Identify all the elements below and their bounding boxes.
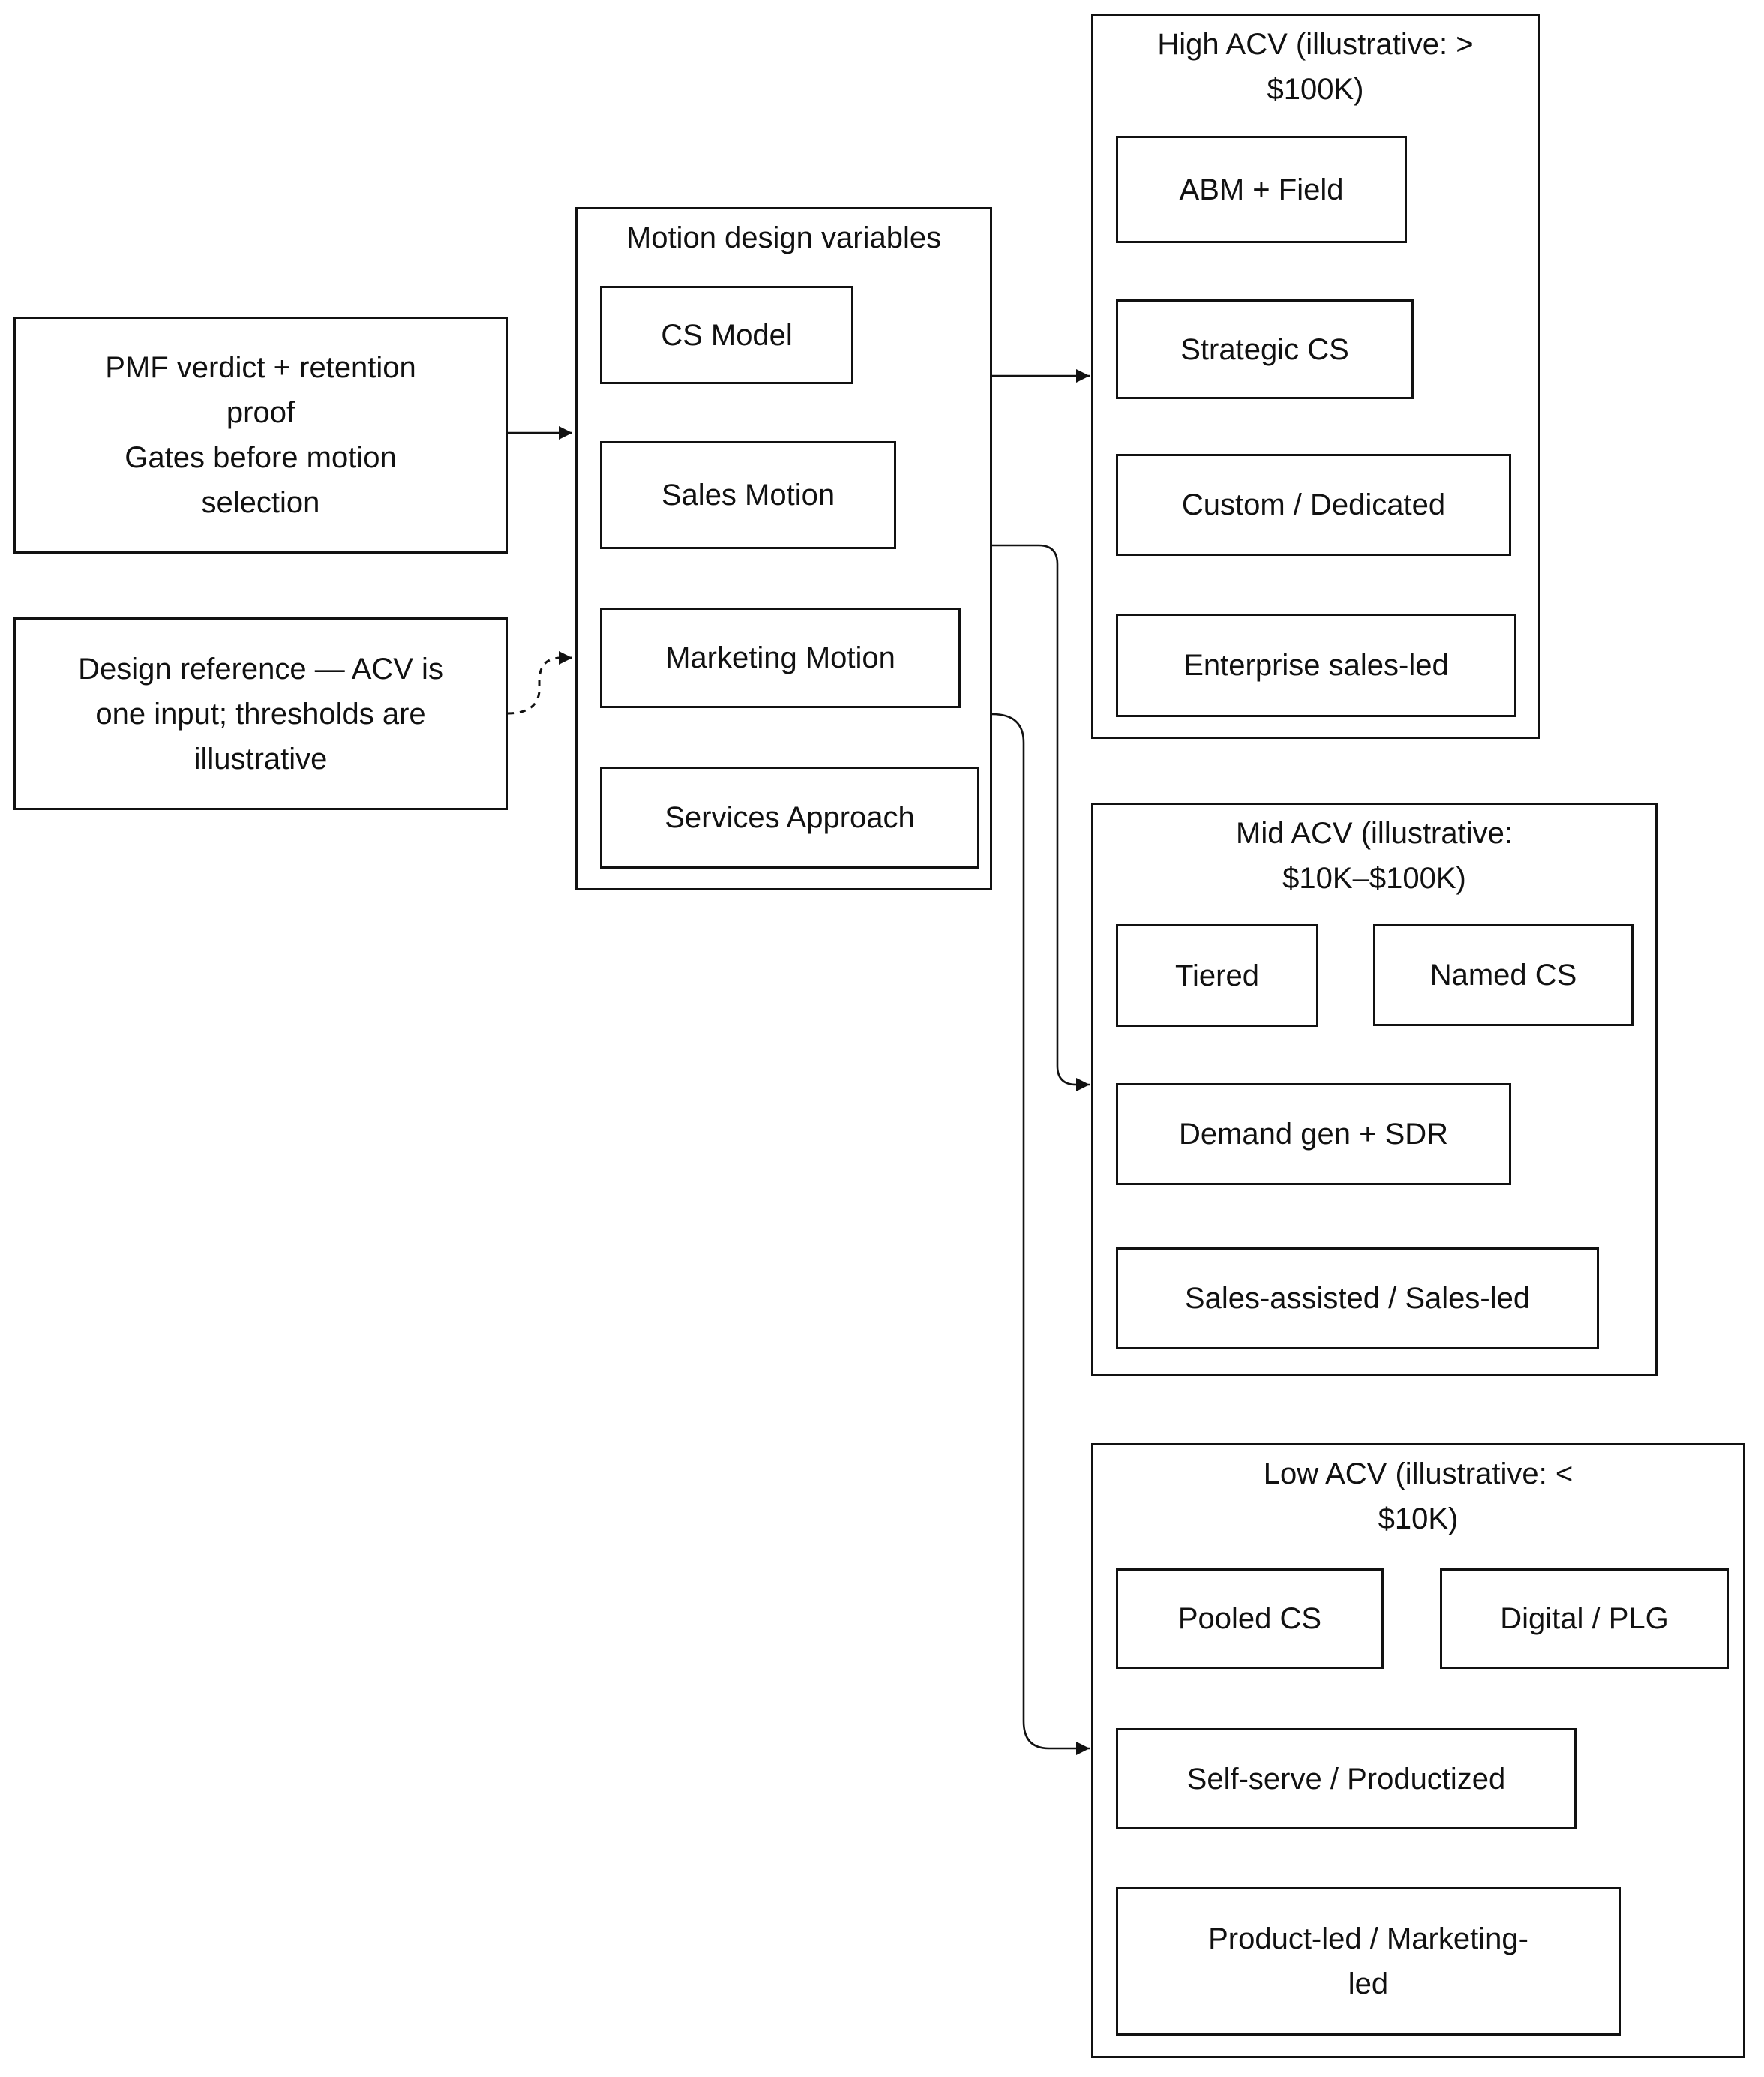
node-enterprise-sales-led: Enterprise sales-led [1116, 614, 1516, 717]
node-tiered: Tiered [1116, 924, 1318, 1027]
node-sales-assisted-sales-led: Sales-assisted / Sales-led [1116, 1247, 1599, 1349]
node-cs-model: CS Model [600, 286, 854, 384]
group-title-high-acv: High ACV (illustrative: > $100K) [1157, 28, 1474, 106]
group-high-acv: High ACV (illustrative: > $100K) ABM + F… [1091, 14, 1540, 739]
node-pmf-gate: PMF verdict + retention proof Gates befo… [14, 317, 508, 554]
group-motion-design-variables: Motion design variables CS Model Sales M… [575, 207, 992, 890]
node-services-approach: Services Approach [600, 767, 980, 869]
arrow-variables-to-mid [992, 544, 1090, 1091]
arrow-designref-to-variables [507, 651, 572, 715]
node-marketing-motion: Marketing Motion [600, 608, 961, 708]
node-demand-gen-sdr: Demand gen + SDR [1116, 1083, 1511, 1185]
group-low-acv: Low ACV (illustrative: < $10K) Pooled CS… [1091, 1443, 1745, 2058]
group-title-mid-acv: Mid ACV (illustrative: $10K–$100K) [1236, 817, 1513, 895]
group-title-motion-design-variables: Motion design variables [626, 221, 942, 254]
node-named-cs: Named CS [1373, 924, 1634, 1026]
node-digital-plg: Digital / PLG [1440, 1568, 1729, 1669]
node-design-reference: Design reference — ACV is one input; thr… [14, 617, 508, 810]
group-mid-acv: Mid ACV (illustrative: $10K–$100K) Tiere… [1091, 803, 1658, 1376]
arrow-variables-to-low [992, 713, 1090, 1755]
node-product-led-marketing-led: Product-led / Marketing- led [1116, 1887, 1621, 2036]
node-strategic-cs: Strategic CS [1116, 299, 1414, 399]
node-custom-dedicated: Custom / Dedicated [1116, 454, 1511, 556]
node-self-serve-productized: Self-serve / Productized [1116, 1728, 1576, 1829]
group-title-low-acv: Low ACV (illustrative: < $10K) [1263, 1457, 1574, 1535]
node-pooled-cs: Pooled CS [1116, 1568, 1384, 1669]
node-sales-motion: Sales Motion [600, 441, 896, 549]
node-abm-field: ABM + Field [1116, 136, 1407, 243]
